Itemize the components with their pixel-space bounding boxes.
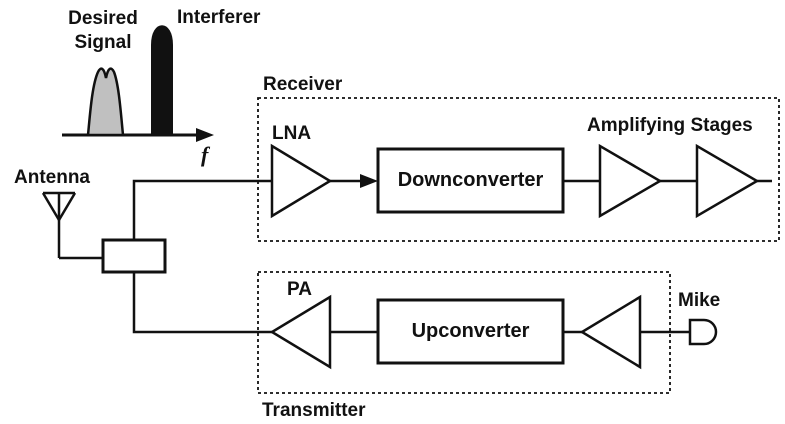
downconverter-block	[376, 147, 565, 214]
desired-signal-label: Desired Signal	[48, 7, 158, 55]
frequency-axis-label: f	[201, 142, 209, 167]
spectrum-sketch	[62, 25, 214, 142]
pa-label: PA	[287, 279, 312, 300]
lna-output-arrowhead	[360, 174, 378, 188]
pa-amplifier	[269, 294, 332, 370]
antenna-symbol	[41, 191, 103, 260]
amplifying-stage-2	[695, 143, 760, 219]
receiver-label: Receiver	[263, 74, 343, 95]
amplifying-stage-1	[598, 143, 663, 219]
frequency-axis-arrowhead	[196, 128, 214, 142]
desired-signal-shape	[86, 67, 125, 137]
amplifying-stages-label: Amplifying Stages	[587, 115, 753, 136]
lna-amplifier	[270, 143, 333, 219]
microphone-symbol	[688, 318, 718, 346]
lna-label: LNA	[272, 123, 312, 144]
interferer-label: Interferer	[177, 7, 261, 28]
upconverter-label: Upconverter	[411, 320, 530, 342]
downconverter-label: Downconverter	[397, 169, 544, 191]
duplexer-block	[101, 238, 167, 274]
mic-preamp	[579, 294, 642, 370]
transmitter-label: Transmitter	[262, 400, 366, 421]
interferer-shape	[151, 25, 173, 136]
receiver-boundary	[257, 97, 780, 242]
transmitter-wires	[132, 272, 690, 334]
desired-label-line1: Desired	[68, 8, 138, 29]
mike-label: Mike	[678, 290, 721, 311]
upconverter-block	[376, 298, 565, 365]
receiver-wires	[132, 179, 772, 240]
antenna-label: Antenna	[14, 167, 90, 188]
transmitter-boundary	[257, 271, 671, 394]
desired-label-line2: Signal	[74, 32, 132, 53]
